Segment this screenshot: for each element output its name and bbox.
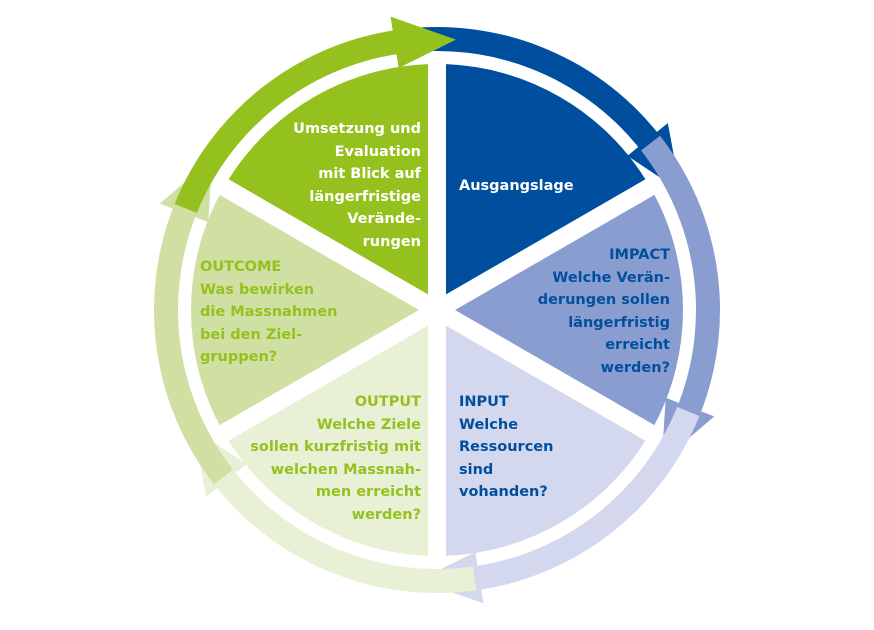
cycle-arrow-output — [193, 428, 477, 593]
segment-text-line: welchen Massnah- — [270, 461, 421, 478]
label-impact: IMPACT Welche Verän- derungen sollen län… — [538, 244, 670, 379]
cycle-arrow-outcome — [153, 158, 233, 485]
cycle-arrow-impact — [641, 135, 721, 462]
segment-text-line: derungen sollen — [537, 292, 670, 308]
cycle-arrow-umsetzung — [174, 16, 456, 213]
label-input: INPUT Welche Ressourcen sind vohanden? — [459, 391, 553, 504]
segment-text-line: sollen kurzfristig mit — [250, 439, 421, 455]
cycle-arrows — [153, 16, 721, 604]
label-outcome: OUTCOME Was bewirken die Massnahmen bei … — [200, 256, 337, 369]
segment-text-line: die Massnahmen — [200, 304, 338, 320]
pie-slice-ausgangslage — [446, 64, 646, 295]
segment-text-line: rungen — [362, 233, 421, 250]
pie-slice-umsetzung — [228, 64, 428, 295]
segment-heading: OUTPUT — [354, 394, 421, 410]
label-umsetzung: Umsetzung und Evaluation mit Blick auf l… — [293, 118, 421, 253]
segment-text-line: vohanden? — [459, 484, 548, 500]
label-output: OUTPUT Welche Ziele sollen kurzfristig m… — [250, 391, 421, 526]
segment-text-line: Evaluation — [334, 143, 421, 160]
segment-text-line: Welche Ziele — [316, 416, 421, 433]
segment-heading: INPUT — [459, 394, 509, 410]
segment-heading: IMPACT — [609, 247, 670, 263]
pie-slice-input — [446, 325, 646, 556]
segment-text-line: erreicht — [605, 337, 670, 353]
pie-slice-outcome — [190, 194, 419, 426]
segment-text-line: Welche — [459, 416, 519, 433]
segment-text-line: Ressourcen — [459, 439, 554, 455]
segment-text-line: werden? — [600, 359, 670, 376]
segment-text-line: Was bewirken — [200, 281, 315, 298]
pie-slice-impact — [455, 194, 683, 426]
segment-heading: OUTCOME — [200, 259, 282, 275]
segment-text-line: längerfristige — [309, 188, 421, 205]
segment-text-line: Ausgangslage — [459, 178, 574, 194]
segment-text-line: sind — [459, 461, 494, 478]
segment-text-line: men erreicht — [315, 484, 421, 500]
segment-text-line: mit Blick auf — [318, 166, 421, 182]
segment-text-line: bei den Ziel- — [200, 326, 303, 343]
segment-text-line: Welche Verän- — [552, 269, 670, 286]
segment-text-line: gruppen? — [200, 349, 278, 365]
segment-text-line: Verände- — [347, 211, 421, 227]
segment-text-line: Umsetzung und — [293, 121, 421, 137]
segment-text-line: werden? — [351, 506, 421, 523]
segment-text-line: längerfristig — [568, 314, 670, 331]
label-ausgangslage: Ausgangslage — [459, 175, 574, 198]
pie-slice-output — [228, 325, 428, 556]
pie-slices — [190, 64, 683, 556]
